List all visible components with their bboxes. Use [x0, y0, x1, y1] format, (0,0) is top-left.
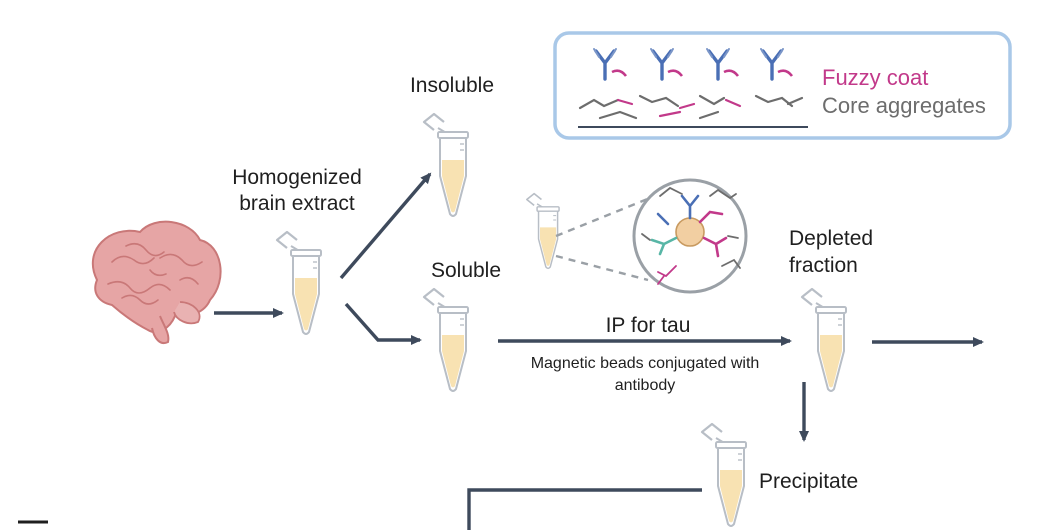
depleted-label-line2: fraction	[789, 254, 858, 277]
arrow-to-soluble	[344, 302, 422, 345]
brain-illustration	[91, 220, 222, 344]
depleted-label-line1: Depleted	[789, 227, 873, 250]
legend: Fuzzy coat Core aggregates	[553, 31, 1012, 140]
precipitate-label: Precipitate	[759, 470, 858, 493]
soluble-label: Soluble	[431, 259, 501, 282]
antibody-legend-icons	[592, 47, 794, 81]
small-tube	[525, 192, 560, 270]
arrow-precipitate-out	[467, 488, 702, 530]
flow-arrows	[214, 172, 984, 530]
fibril-strands	[578, 94, 804, 120]
homogenized-label-line1: Homogenized	[232, 166, 362, 189]
ip-for-tau-label: IP for tau	[606, 314, 691, 337]
core-aggregates-label: Core aggregates	[822, 93, 986, 118]
insoluble-label: Insoluble	[410, 74, 494, 97]
homogenized-tube	[275, 230, 323, 336]
fuzzy-coat-label: Fuzzy coat	[822, 65, 928, 90]
beads-label-line1: Magnetic beads conjugated with	[531, 355, 760, 372]
homogenized-label-line2: brain extract	[239, 192, 355, 215]
precipitate-tube	[700, 422, 748, 528]
soluble-tube	[422, 287, 470, 393]
arrow-to-insoluble	[339, 172, 432, 280]
insoluble-tube	[422, 112, 470, 218]
depleted-tube	[800, 287, 848, 393]
beads-label-line2: antibody	[615, 377, 676, 394]
bead-zoom-inset	[555, 178, 748, 294]
